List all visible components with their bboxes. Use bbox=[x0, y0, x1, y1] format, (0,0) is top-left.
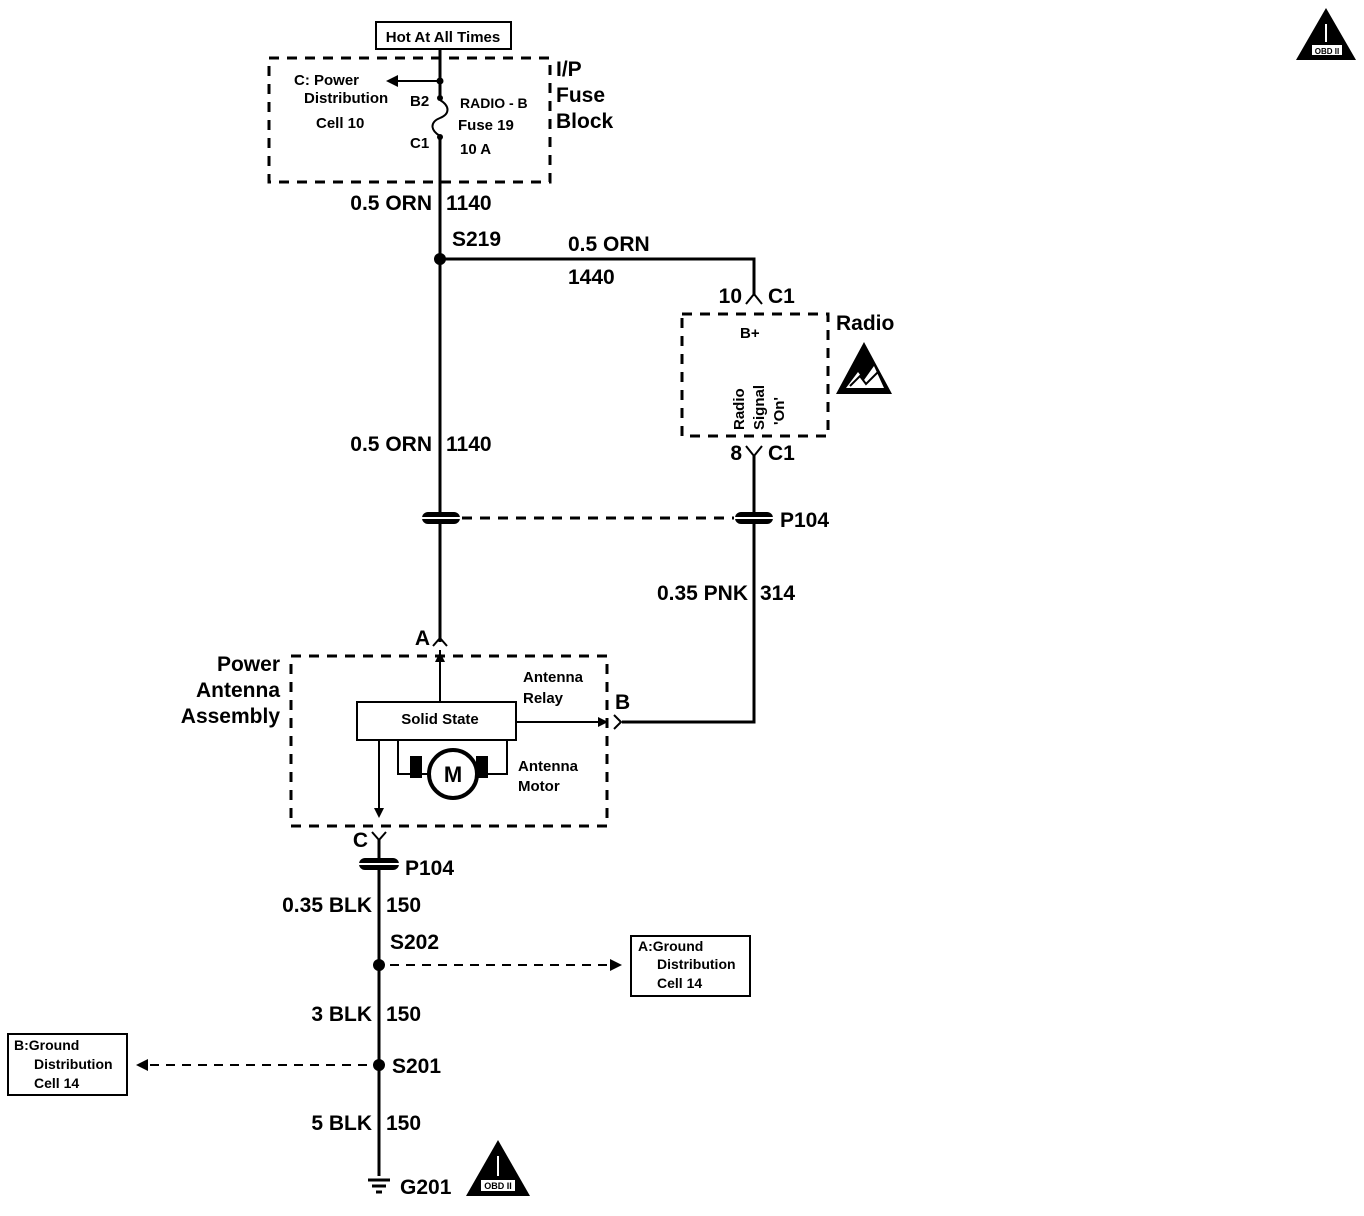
antenna-assembly-outline bbox=[289, 654, 609, 828]
antenna-title-1: Power bbox=[217, 653, 280, 676]
radio-outline bbox=[680, 312, 830, 438]
splice-s202 bbox=[373, 959, 385, 971]
antenna-relay-label-1: Antenna bbox=[523, 669, 584, 686]
signal-circuit: 314 bbox=[760, 582, 795, 605]
fuse-label-2: Fuse 19 bbox=[458, 117, 514, 134]
antenna-pin-b: B bbox=[615, 691, 630, 714]
radio-power-pin: B+ bbox=[740, 325, 760, 342]
antenna-pin-a: A bbox=[415, 627, 430, 650]
obd-ii-warning-icon: OBD II bbox=[1296, 8, 1356, 60]
ground-symbol-icon bbox=[368, 1178, 390, 1194]
ground1-circuit: 150 bbox=[386, 894, 421, 917]
power-distribution-ref-2: Distribution bbox=[304, 90, 388, 107]
ground2-circuit: 150 bbox=[386, 1003, 421, 1026]
motor-symbol: M bbox=[444, 762, 462, 787]
power-distribution-ref-1: C: Power bbox=[294, 72, 359, 89]
splice-s219-label: S219 bbox=[452, 228, 501, 251]
p104-upper-connector-left bbox=[422, 512, 460, 524]
fuse-block-outline bbox=[267, 56, 552, 184]
power-distribution-ref-3: Cell 10 bbox=[316, 115, 364, 132]
ground2-gauge: 3 BLK bbox=[311, 1003, 372, 1026]
fuse-pin-c1: C1 bbox=[410, 135, 429, 152]
antenna-pin-a-connector bbox=[432, 636, 448, 647]
antenna-pin-c: C bbox=[353, 829, 368, 852]
ground-point-label: G201 bbox=[400, 1176, 452, 1199]
esd-warning-icon bbox=[836, 342, 892, 394]
obd-badge-text-bottom: OBD II bbox=[484, 1181, 512, 1191]
radio-title: Radio bbox=[836, 312, 894, 335]
signal-gauge: 0.35 PNK bbox=[657, 582, 748, 605]
solid-state-module bbox=[356, 701, 517, 741]
ground3-gauge: 5 BLK bbox=[311, 1112, 372, 1135]
ground-ref-b-3: Cell 14 bbox=[34, 1075, 79, 1091]
fuse-block-title-3: Block bbox=[556, 110, 614, 133]
fuse-label-1: RADIO - B bbox=[460, 95, 528, 111]
splice-s201 bbox=[373, 1059, 385, 1071]
ground-ref-a-3: Cell 14 bbox=[657, 975, 702, 991]
fuse-out-gauge: 0.5 ORN bbox=[350, 192, 432, 215]
radio-signal-label-2: Signal bbox=[751, 385, 768, 430]
ground1-gauge: 0.35 BLK bbox=[282, 894, 372, 917]
antenna-motor-label-1: Antenna bbox=[518, 758, 579, 775]
radio-signal-label-1: Radio bbox=[731, 388, 748, 430]
antenna-pin-b-connector bbox=[613, 714, 623, 730]
orn-1440-wire bbox=[440, 257, 756, 296]
radio-c1-top-pin: 10 bbox=[719, 285, 742, 308]
antenna-feed-circuit: 1140 bbox=[446, 433, 492, 456]
motor-icon: M bbox=[427, 748, 479, 800]
splice-s202-label: S202 bbox=[390, 931, 439, 954]
hot-at-all-times-box bbox=[375, 21, 512, 50]
radio-feed-gauge: 0.5 ORN bbox=[568, 233, 650, 256]
fuse-block-title-1: I/P bbox=[556, 58, 582, 81]
p104-lower-label: P104 bbox=[405, 857, 454, 880]
ground-ref-b-1: B:Ground bbox=[14, 1037, 79, 1053]
ground3-circuit: 150 bbox=[386, 1112, 421, 1135]
radio-c1-bottom-conn: C1 bbox=[768, 442, 795, 465]
radio-signal-label-3: 'On' bbox=[771, 397, 788, 425]
fuse-19-symbol bbox=[431, 99, 449, 137]
p104-lower-connector bbox=[359, 858, 399, 870]
p104-upper-connector-right bbox=[735, 512, 773, 524]
ground-ref-b-2: Distribution bbox=[34, 1056, 113, 1072]
ground-ref-a-2: Distribution bbox=[657, 956, 736, 972]
fuse-label-3: 10 A bbox=[460, 141, 491, 158]
radio-c1-top-connector bbox=[745, 292, 763, 305]
radio-feed-circuit: 1440 bbox=[568, 266, 615, 289]
radio-c1-bottom-pin: 8 bbox=[730, 442, 742, 465]
antenna-feed-gauge: 0.5 ORN bbox=[350, 433, 432, 456]
radio-c1-top-conn: C1 bbox=[768, 285, 795, 308]
power-distribution-arrow bbox=[386, 75, 398, 87]
fuse-block-title-2: Fuse bbox=[556, 84, 605, 107]
antenna-pin-c-connector bbox=[371, 831, 387, 842]
pnk-314-wire bbox=[622, 456, 756, 724]
fuse-out-circuit: 1140 bbox=[446, 192, 492, 215]
antenna-motor-label-2: Motor bbox=[518, 778, 560, 795]
antenna-title-3: Assembly bbox=[181, 705, 281, 728]
splice-s201-label: S201 bbox=[392, 1055, 441, 1078]
obd-badge-text: OBD II bbox=[1315, 47, 1339, 56]
ground-distribution-b-box bbox=[7, 1033, 128, 1096]
ground-distribution-a-box bbox=[630, 935, 751, 997]
hot-at-all-times-label: Hot At All Times bbox=[386, 29, 500, 46]
p104-upper-label: P104 bbox=[780, 509, 829, 532]
antenna-title-2: Antenna bbox=[196, 679, 280, 702]
solid-state-label: Solid State bbox=[401, 711, 479, 728]
antenna-relay-label-2: Relay bbox=[523, 690, 564, 707]
radio-c1-bottom-connector bbox=[745, 445, 763, 458]
ground-ref-a-1: A:Ground bbox=[638, 938, 703, 954]
fuse-pin-b2: B2 bbox=[410, 93, 429, 110]
obd-ii-warning-icon: OBD II bbox=[466, 1140, 530, 1196]
